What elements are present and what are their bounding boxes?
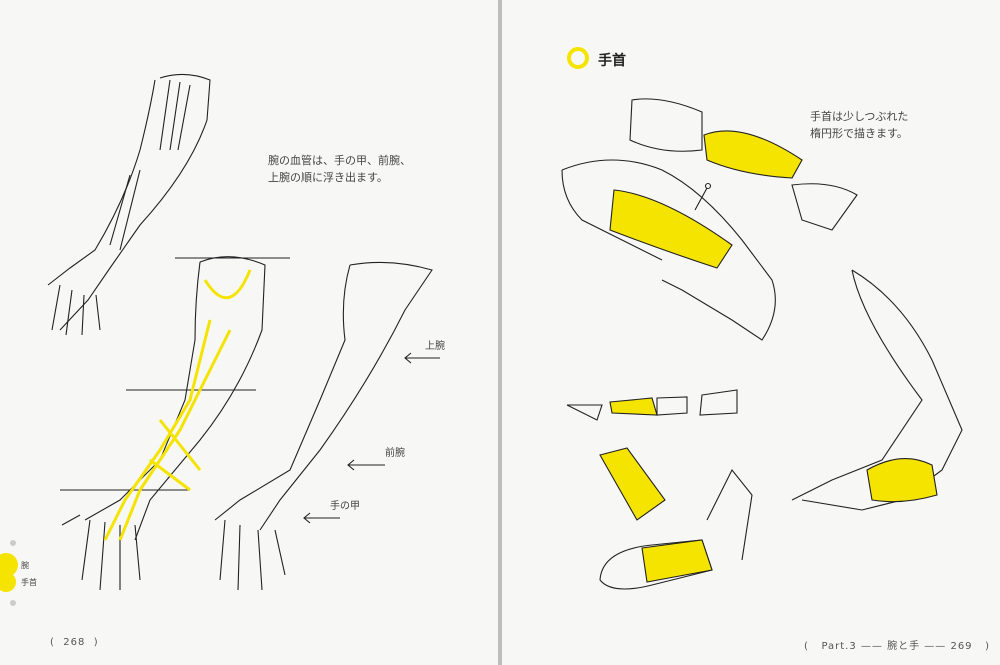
right-page: 手首 手首は少しつぶれた 楕円形で描きます。 ( Part.3 —— 腕と手 —…: [502, 0, 1000, 665]
page-number-value: 268: [63, 637, 86, 648]
part-label: Part.3: [821, 641, 857, 652]
left-page: 腕の血管は、手の甲、前腕、 上腕の順に浮き出ます。 上腕 前腕 手の甲 腕 手首…: [0, 0, 498, 665]
wrist-illustration: [561, 47, 963, 590]
label-forearm: 前腕: [385, 448, 405, 459]
arm-veins-illustration: [0, 73, 440, 606]
side-index-arm[interactable]: 腕: [21, 561, 29, 570]
label-back-of-hand: 手の甲: [330, 501, 360, 512]
page-number-value: 269: [950, 641, 973, 652]
caption-line: 楕円形で描きます。: [810, 127, 908, 140]
caption: 腕の血管は、手の甲、前腕、 上腕の順に浮き出ます。: [268, 152, 411, 186]
label-upper-arm: 上腕: [425, 341, 445, 352]
page-footer: ( Part.3 —— 腕と手 —— 269 ): [804, 641, 990, 652]
gutter: [498, 0, 502, 665]
side-index-wrist[interactable]: 手首: [21, 578, 37, 587]
section-title: 手首: [598, 53, 626, 69]
caption-line: 腕の血管は、手の甲、前腕、: [268, 154, 411, 167]
caption-line: 手首は少しつぶれた: [810, 110, 909, 123]
page-number: ( 268 ): [50, 637, 99, 648]
caption-line: 上腕の順に浮き出ます。: [268, 171, 388, 184]
caption: 手首は少しつぶれた 楕円形で描きます。: [810, 108, 908, 142]
chapter-label: 腕と手: [887, 641, 921, 652]
